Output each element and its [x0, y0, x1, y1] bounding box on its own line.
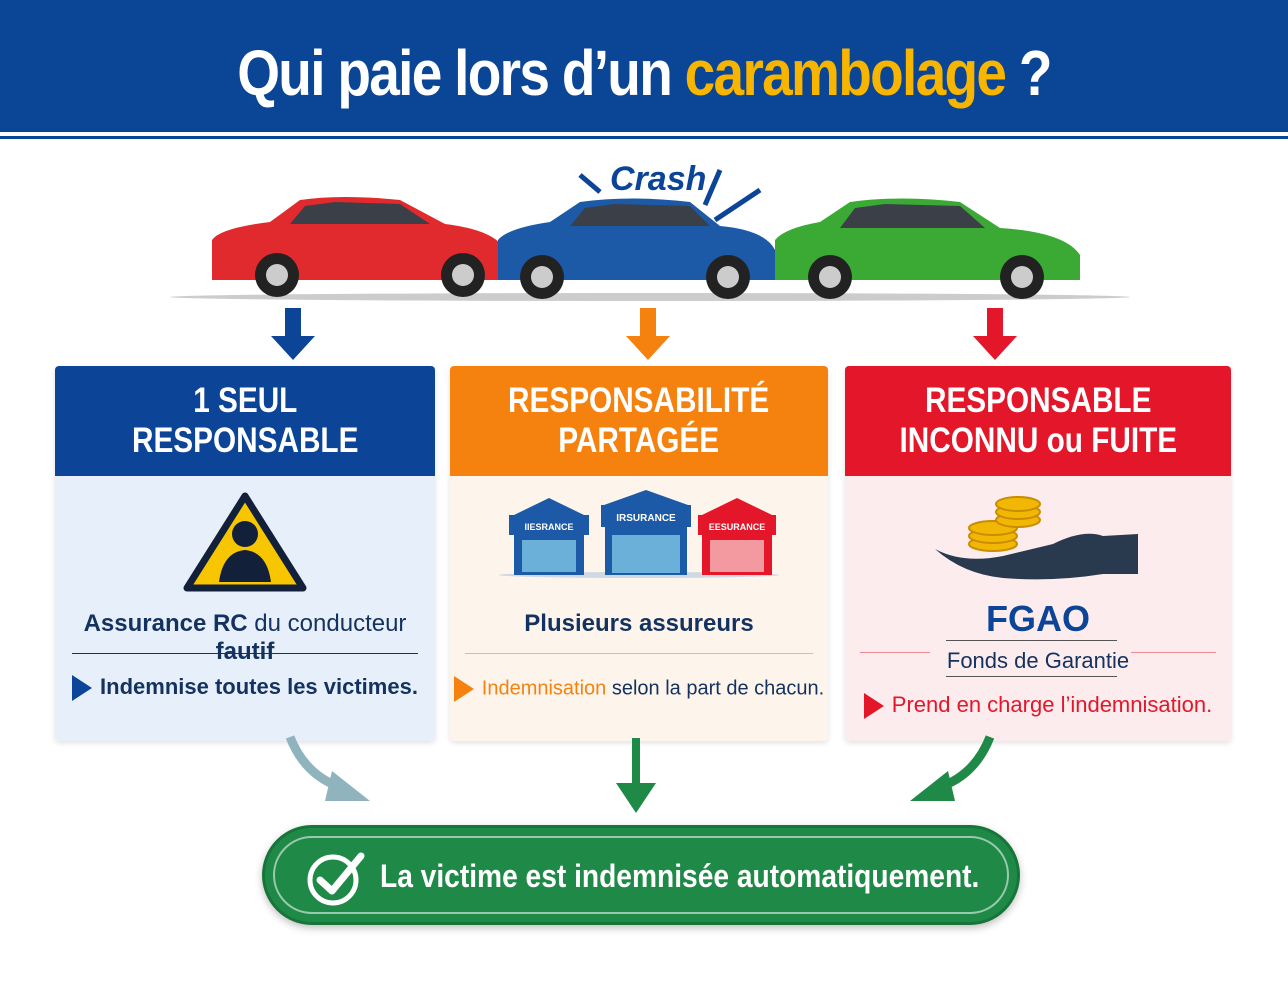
- blue-car: [498, 198, 775, 299]
- note-text: Indemnise toutes les victimes.: [100, 674, 418, 699]
- result-banner: La victime est indemnisée automatiquemen…: [262, 825, 1020, 925]
- title-text: Qui paie lors d’un: [237, 37, 685, 109]
- card-title-line: 1 SEUL: [192, 381, 298, 420]
- insurance-buildings-icon: IIESRANCE IRSURANCE EESURANCE: [499, 490, 779, 578]
- card-title-line: PARTAGÉE: [558, 421, 720, 460]
- title-highlight: carambolage: [684, 37, 1007, 109]
- building-icon: IRSURANCE: [601, 490, 691, 575]
- page-title: Qui paie lors d’un carambolage ?: [90, 36, 1198, 110]
- crash-label: Crash: [610, 160, 706, 198]
- card-title-line: RESPONSABLE: [924, 381, 1152, 420]
- insurer-label: Plusieurs assureurs: [524, 610, 754, 637]
- card-note: Indemnisation selon la part de chacun.: [450, 676, 828, 702]
- triangle-bullet-icon: [72, 675, 93, 702]
- arrow-down-orange-icon: [626, 308, 670, 360]
- title-question: ?: [1005, 37, 1053, 109]
- card-note: Indemnise toutes les victimes.: [55, 674, 435, 702]
- card-title-line: RESPONSABLE: [131, 421, 359, 460]
- arrow-down-blue-icon: [271, 308, 315, 360]
- check-circle-icon: [307, 852, 365, 906]
- arrow-down-red-icon: [973, 308, 1017, 360]
- note-text: selon la part de chacun.: [606, 677, 825, 700]
- curved-arrow-icon: [285, 735, 370, 801]
- fund-name: Fonds de Garantie: [946, 648, 1130, 673]
- triangle-bullet-icon: [453, 676, 474, 702]
- green-car: [775, 198, 1080, 299]
- warning-driver-icon: [183, 492, 307, 592]
- note-highlight: Indemnisation: [481, 677, 607, 700]
- building-icon: EESURANCE: [698, 498, 776, 575]
- result-text: La victime est indemnisée automatiquemen…: [380, 858, 980, 894]
- triangle-bullet-icon: [863, 693, 884, 720]
- curved-arrow-icon: [910, 735, 995, 801]
- car-crash-illustration: Crash: [170, 160, 1130, 301]
- divider: [72, 653, 418, 654]
- divider: [465, 653, 813, 654]
- arrow-down-green-icon: [616, 738, 656, 813]
- insurer-label: Assurance RC du conducteur fautif: [55, 610, 435, 666]
- divider: [946, 640, 1117, 641]
- building-icon: IIESRANCE: [509, 498, 589, 575]
- note-text: Prend en charge l’indemnisation.: [891, 692, 1213, 717]
- fgao-acronym: FGAO: [986, 598, 1090, 639]
- building-label: IRSURANCE: [616, 513, 676, 524]
- building-label: IIESRANCE: [524, 522, 573, 532]
- divider: [860, 652, 930, 653]
- card-title-line: RESPONSABILITÉ: [508, 381, 770, 420]
- divider: [946, 676, 1117, 677]
- card-note: Prend en charge l’indemnisation.: [845, 692, 1231, 720]
- hand-coins-icon: [935, 496, 1138, 580]
- header-banner: Qui paie lors d’un carambolage ?: [0, 0, 1288, 136]
- card-title-line: INCONNU ou FUITE: [899, 421, 1177, 460]
- divider: [1131, 652, 1216, 653]
- building-label: EESURANCE: [709, 522, 766, 532]
- label-main: Assurance RC: [83, 610, 248, 637]
- label-end: fautif: [215, 638, 275, 665]
- label-rest: du conducteur: [247, 610, 407, 637]
- red-car: [212, 197, 505, 297]
